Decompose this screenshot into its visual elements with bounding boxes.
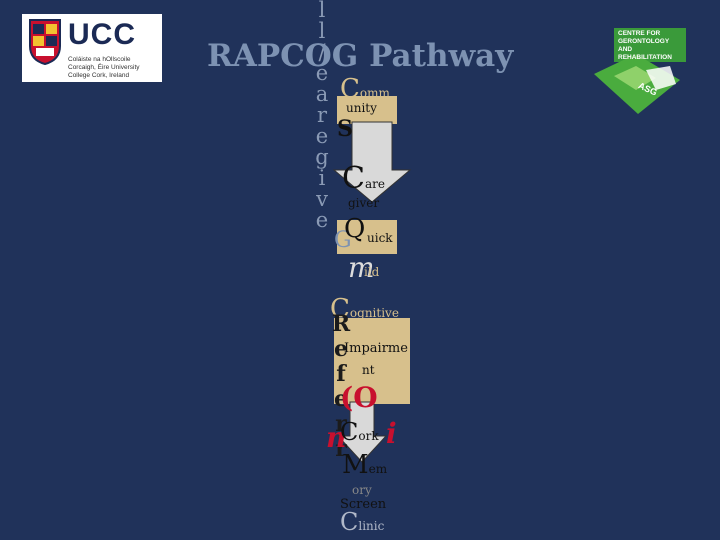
clinic-cap: C	[340, 508, 359, 536]
vertical-letter: e	[315, 124, 329, 148]
flow-box-impairment	[334, 318, 410, 404]
vertical-letter: e	[334, 386, 348, 412]
page-title: RAPCOG Pathway	[207, 38, 514, 74]
mem-rest: em	[368, 462, 388, 476]
red-i: i	[386, 417, 397, 450]
ucc-wordmark: UCC	[68, 18, 136, 51]
vertical-letter: /	[318, 40, 326, 64]
paren-o: (O	[340, 381, 378, 414]
mem-cap: M	[342, 450, 369, 480]
quick-rest: uick	[367, 231, 393, 245]
cognitive-label: Cognitive	[330, 296, 399, 322]
ory-label: ory	[352, 483, 372, 497]
cgr-logo: CENTRE FOR GERONTOLOGY AND REHABILITATIO…	[590, 26, 690, 116]
clinic-rest: linic	[358, 519, 385, 533]
impairment-line1: Impairme	[344, 341, 408, 356]
community-rest: omm	[359, 86, 390, 100]
giver-label: giver	[348, 196, 380, 210]
vertical-text-column-2: R e f e r r	[330, 312, 352, 462]
vertical-letter: e	[315, 208, 329, 232]
q-letter: Q	[344, 214, 366, 244]
vertical-letter: i	[318, 166, 326, 190]
ucc-crest-icon	[29, 19, 61, 66]
cgr-text: CENTRE FOR GERONTOLOGY AND REHABILITATIO…	[618, 30, 672, 61]
flow-arrow-2	[336, 401, 388, 463]
cork-rest: ork	[358, 429, 379, 443]
vertical-letter: R	[331, 311, 351, 337]
flow-arrow-1	[332, 121, 412, 203]
cork-label: Cork	[340, 420, 379, 444]
community-line2: unity	[346, 101, 377, 115]
community-label: Comm	[340, 76, 390, 102]
mem-label: Mem	[342, 452, 387, 478]
ucc-logo: UCC Coláiste na hOllscoile Corcaigh, Éir…	[22, 14, 162, 82]
s-letter: S	[337, 116, 353, 142]
community-cap: C	[340, 74, 360, 104]
vertical-letter: r	[335, 411, 347, 437]
care-rest: are	[364, 177, 385, 191]
vertical-letter: e	[334, 336, 348, 362]
impairment-line2: nt	[362, 363, 375, 377]
g-letter: G	[334, 228, 352, 253]
cgr-emblem-icon	[594, 28, 686, 114]
vertical-letter: e	[315, 61, 329, 85]
cognitive-cap: C	[330, 294, 350, 324]
cognitive-rest: ognitive	[349, 306, 399, 320]
cork-cap: C	[340, 418, 359, 446]
care-label: Care	[342, 164, 385, 194]
vertical-letter: f	[336, 361, 346, 387]
vertical-letter: a	[315, 82, 329, 106]
vertical-letter: g	[315, 145, 329, 169]
vertical-letter: r	[316, 103, 328, 127]
flow-box-quick	[337, 220, 397, 254]
vertical-letter: l	[318, 0, 326, 22]
clinic-label: Clinic	[340, 510, 384, 534]
mild-rest: ild	[364, 265, 380, 279]
vertical-letter: r	[335, 436, 347, 462]
red-n: n	[326, 421, 347, 454]
care-cap: C	[342, 161, 365, 196]
vertical-letter: v	[316, 187, 328, 211]
ucc-subtitle: Coláiste na hOllscoile Corcaigh, Éire Un…	[68, 56, 140, 79]
vertical-letter: l	[318, 19, 326, 43]
vertical-text-column: l l / e a r e g i v e	[311, 0, 333, 231]
m-letter: m	[348, 251, 375, 284]
flow-box-community	[337, 96, 397, 124]
screen-label: Screen	[340, 497, 387, 512]
